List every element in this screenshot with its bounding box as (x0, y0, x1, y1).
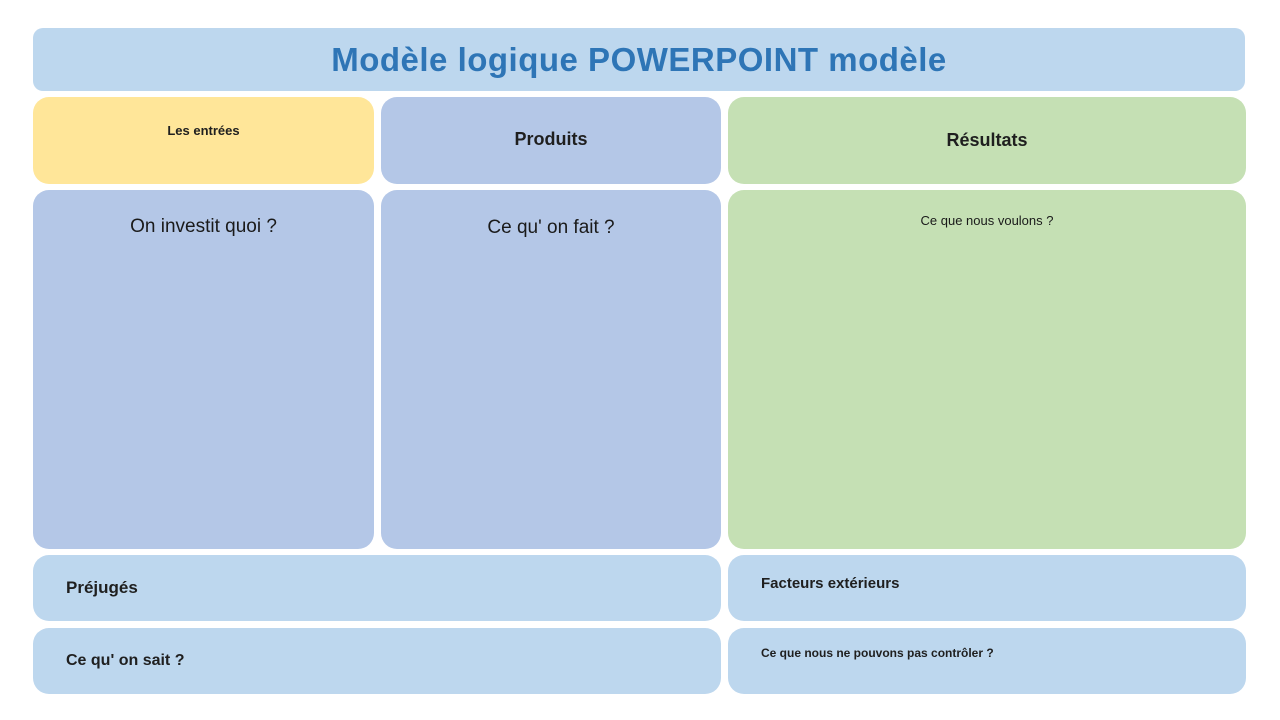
results-body-label: Ce que nous voulons ? (920, 213, 1054, 228)
assumptions-label: Préjugés (66, 578, 138, 597)
assumptions-body-box: Ce qu' on sait ? (33, 628, 721, 694)
inputs-header-box: Les entrées (33, 97, 374, 184)
inputs-body-label: On investit quoi ? (130, 216, 277, 237)
slide-title: Modèle logique POWERPOINT modèle (331, 40, 947, 78)
inputs-header-label: Les entrées (167, 123, 240, 138)
results-header-box: Résultats (728, 97, 1246, 184)
results-body-box: Ce que nous voulons ? (728, 190, 1246, 549)
outputs-body-box: Ce qu' on fait ? (381, 190, 721, 549)
inputs-body-box: On investit quoi ? (33, 190, 374, 549)
results-header-label: Résultats (946, 130, 1028, 150)
assumptions-label-box: Préjugés (33, 555, 721, 621)
title-banner: Modèle logique POWERPOINT modèle (33, 28, 1245, 91)
outputs-header-label: Produits (514, 129, 588, 149)
outputs-header-box: Produits (381, 97, 721, 184)
external-factors-body-label: Ce que nous ne pouvons pas contrôler ? (761, 646, 994, 660)
external-factors-label-box: Facteurs extérieurs (728, 555, 1246, 621)
external-factors-label: Facteurs extérieurs (761, 574, 900, 592)
outputs-body-label: Ce qu' on fait ? (487, 217, 615, 238)
external-factors-body-box: Ce que nous ne pouvons pas contrôler ? (728, 628, 1246, 694)
assumptions-body-label: Ce qu' on sait ? (66, 652, 185, 669)
